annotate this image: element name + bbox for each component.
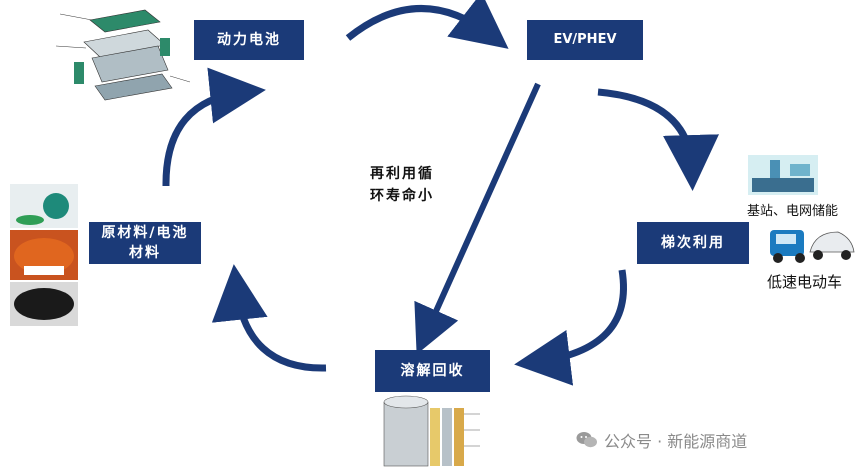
caption-low-speed-ev: 低速电动车: [767, 273, 843, 291]
arrow-ev-to-recycle: [414, 82, 541, 355]
cylindrical-cell-illustration: [383, 395, 480, 467]
watermark: 公众号 · 新能源商道: [576, 428, 747, 452]
node-cascade-use: 梯次利用: [637, 222, 749, 264]
wechat-icon: [576, 432, 597, 448]
node-dissolve-recycle-label: 溶解回收: [400, 363, 465, 379]
center-note: 再利用循 环寿命小: [370, 163, 470, 207]
node-raw-materials-label-1: 原材料/电池: [101, 225, 189, 241]
arrow-power-to-ev: [345, 0, 509, 49]
node-power-battery: 动力电池: [194, 20, 304, 60]
base-station-illustration: [748, 155, 818, 195]
low-speed-vehicle-illustration: [770, 230, 855, 263]
center-note-line2: 环寿命小: [370, 188, 434, 204]
node-ev-phev-label: EV/PHEV: [553, 32, 617, 47]
arrow-recycle-to-raw: [211, 264, 327, 372]
node-power-battery-label: 动力电池: [217, 32, 281, 48]
node-cascade-use-label: 梯次利用: [661, 235, 725, 251]
caption-base-station: 基站、电网储能: [747, 204, 839, 219]
arrow-ev-to-cascade: [597, 88, 719, 191]
battery-pack-illustration: [55, 9, 191, 101]
node-ev-phev: EV/PHEV: [527, 20, 643, 60]
raw-materials-photos: [10, 184, 78, 326]
arrow-raw-to-power: [162, 67, 266, 187]
node-dissolve-recycle: 溶解回收: [375, 350, 490, 392]
center-note-line1: 再利用循: [370, 166, 434, 182]
node-raw-materials-label-2: 材料: [129, 245, 161, 261]
watermark-text: 公众号 · 新能源商道: [604, 432, 748, 451]
arrow-cascade-to-recycle: [514, 269, 627, 386]
node-raw-materials: 原材料/电池 材料: [89, 222, 201, 264]
